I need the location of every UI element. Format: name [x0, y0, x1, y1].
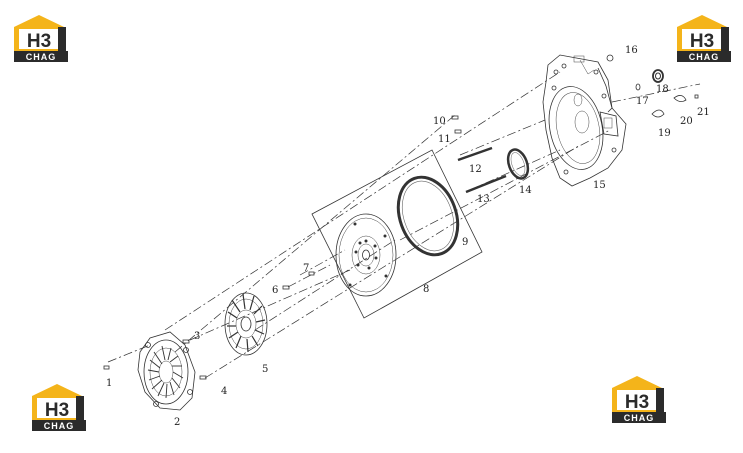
- logo-wordmark: CHAG: [689, 52, 720, 62]
- callout-2: 2: [174, 417, 180, 428]
- logo-wordmark: CHAG: [26, 52, 57, 62]
- logo-top-left: H3 CHAG: [14, 15, 68, 62]
- part-bolt-12: [457, 146, 493, 162]
- callout-10: 10: [433, 116, 446, 127]
- callout-15: 15: [593, 180, 606, 191]
- logo-mark: H3: [27, 31, 51, 52]
- part-bolt-10: [451, 115, 459, 120]
- callout-14: 14: [519, 185, 532, 196]
- callout-12: 12: [469, 164, 482, 175]
- callout-3: 3: [194, 331, 200, 342]
- logo-wordmark: CHAG: [44, 421, 75, 431]
- part-ring-gear-9: [396, 175, 460, 257]
- part-cover-19: [651, 109, 665, 118]
- callout-labels: 1 2 3 4 5 6 7 8 9 10 11 12 13 14 15 16 1…: [106, 45, 710, 428]
- logo-mark: H3: [625, 392, 649, 413]
- part-flywheel-8: [335, 213, 397, 297]
- logo-mark: H3: [45, 400, 69, 421]
- part-bolt-1: [103, 365, 110, 370]
- callout-18: 18: [656, 84, 669, 95]
- part-cover-20: [673, 95, 687, 102]
- part-pin-21: [694, 94, 699, 99]
- callout-13: 13: [477, 194, 490, 205]
- axis-lines: [107, 71, 701, 379]
- part-clutch-disc-5: [224, 292, 268, 356]
- logo-bottom-left: H3 CHAG: [32, 384, 86, 431]
- logo-wordmark: CHAG: [624, 413, 655, 423]
- part-bolt-11: [454, 129, 462, 134]
- logo-bottom-right: H3 CHAG: [612, 376, 666, 423]
- part-bolt-13: [465, 174, 507, 194]
- part-dowel-7: [308, 271, 315, 276]
- part-bolt-6: [282, 285, 290, 290]
- part-flywheel-housing-15: [542, 54, 627, 187]
- callout-9: 9: [462, 237, 468, 248]
- callout-6: 6: [272, 285, 278, 296]
- callout-16: 16: [625, 45, 638, 56]
- part-washer-17: [635, 83, 641, 91]
- callout-8: 8: [423, 284, 429, 295]
- logo-mark: H3: [690, 31, 714, 52]
- callout-17: 17: [636, 96, 649, 107]
- logo-top-right: H3 CHAG: [677, 15, 731, 62]
- callout-4: 4: [221, 386, 227, 397]
- part-bolt-4: [199, 375, 207, 380]
- part-pin-3: [182, 339, 190, 344]
- part-fitting-18: [652, 69, 664, 83]
- part-plug-16: [606, 54, 614, 62]
- callout-1: 1: [106, 378, 112, 389]
- callout-5: 5: [262, 364, 268, 375]
- flywheel-group-frame: [311, 149, 483, 319]
- callout-21: 21: [697, 107, 710, 118]
- callout-11: 11: [438, 134, 451, 145]
- part-pressure-plate-2: [137, 331, 196, 411]
- callout-7: 7: [303, 263, 309, 274]
- part-seal-14: [506, 148, 530, 180]
- callout-19: 19: [658, 128, 671, 139]
- callout-20: 20: [680, 116, 693, 127]
